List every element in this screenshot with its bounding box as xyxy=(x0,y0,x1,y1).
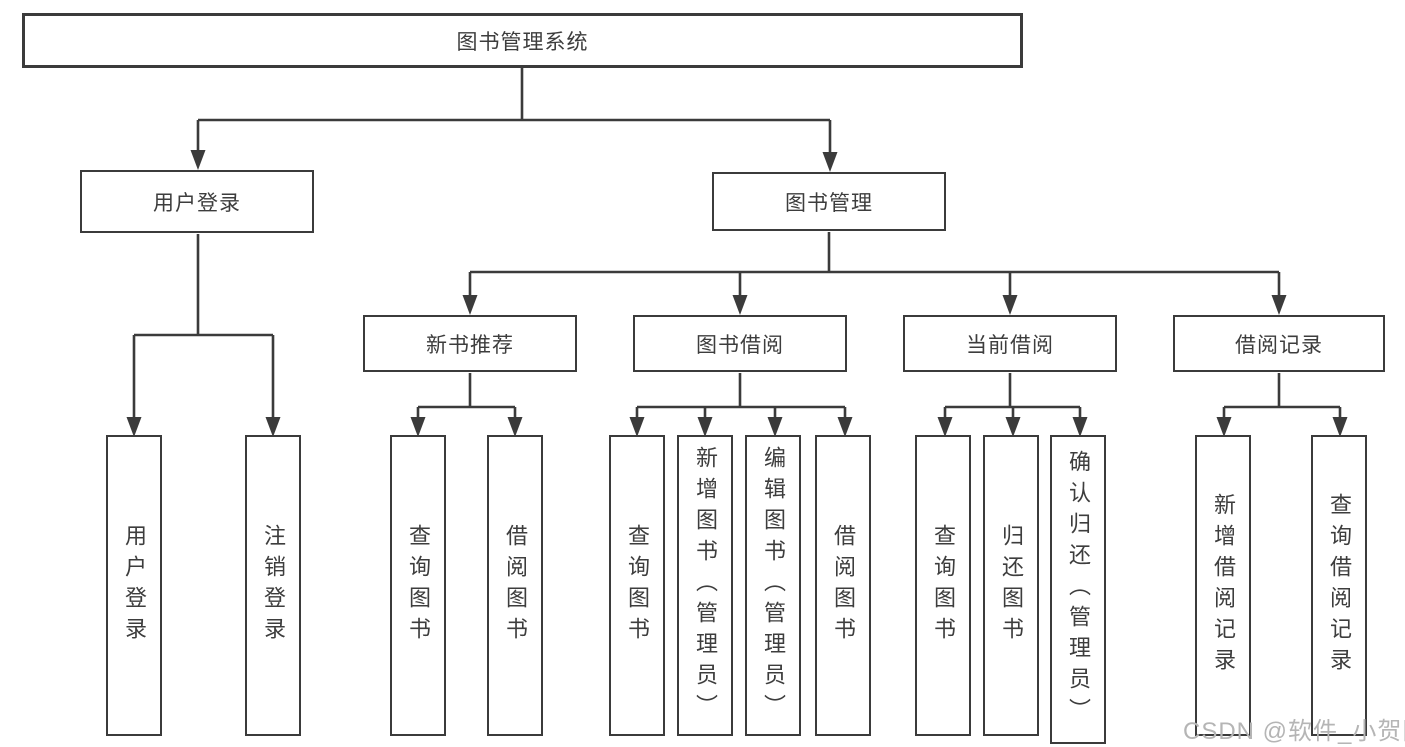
leaf-edit-book: 编辑图书（管理员） xyxy=(745,435,801,736)
csdn-watermark: CSDN @软件_小贺同学 xyxy=(1183,718,1405,745)
connector-root-to-level2 xyxy=(190,68,838,172)
node-root-label: 图书管理系统 xyxy=(456,30,589,54)
leaf-return-book-label: 归还图书 xyxy=(999,523,1024,648)
connector-bookborrow-to-leaves xyxy=(629,373,853,437)
leaf-add-book: 新增图书（管理员） xyxy=(677,435,733,736)
connector-newbookrec-to-leaves xyxy=(410,373,523,437)
leaf-query-book-2: 查询图书 xyxy=(609,435,665,736)
leaf-borrow-book-2-label: 借阅图书 xyxy=(831,523,856,648)
node-borrow-records-label: 借阅记录 xyxy=(1235,333,1323,357)
node-book-borrow: 图书借阅 xyxy=(633,315,847,372)
node-new-book-recommend: 新书推荐 xyxy=(363,315,577,372)
leaf-return-book: 归还图书 xyxy=(983,435,1039,736)
node-current-borrow-label: 当前借阅 xyxy=(966,333,1054,357)
connector-currentborrow-to-leaves xyxy=(937,373,1088,437)
node-book-borrow-label: 图书借阅 xyxy=(696,333,784,357)
node-book-management-label: 图书管理 xyxy=(785,191,873,215)
node-borrow-records: 借阅记录 xyxy=(1173,315,1385,372)
leaf-query-book-3-label: 查询图书 xyxy=(931,523,956,648)
leaf-query-book-2-label: 查询图书 xyxy=(625,523,650,648)
leaf-edit-book-label: 编辑图书（管理员） xyxy=(761,446,786,725)
leaf-add-book-label: 新增图书（管理员） xyxy=(693,446,718,725)
leaf-query-borrow-record: 查询借阅记录 xyxy=(1311,435,1367,736)
node-book-management: 图书管理 xyxy=(712,172,946,231)
leaf-add-borrow-record: 新增借阅记录 xyxy=(1195,435,1251,736)
node-new-book-recommend-label: 新书推荐 xyxy=(426,333,514,357)
node-current-borrow: 当前借阅 xyxy=(903,315,1117,372)
leaf-confirm-return: 确认归还（管理员） xyxy=(1050,435,1106,744)
node-root: 图书管理系统 xyxy=(22,13,1023,68)
leaf-user-login: 用户登录 xyxy=(106,435,162,736)
node-user-login: 用户登录 xyxy=(80,170,314,233)
leaf-query-book-1-label: 查询图书 xyxy=(406,523,431,648)
leaf-add-borrow-record-label: 新增借阅记录 xyxy=(1211,492,1236,679)
leaf-logout: 注销登录 xyxy=(245,435,301,736)
connector-bookmgmt-to-level3 xyxy=(462,232,1287,315)
leaf-borrow-book-1-label: 借阅图书 xyxy=(503,523,528,648)
leaf-borrow-book-2: 借阅图书 xyxy=(815,435,871,736)
leaf-query-book-1: 查询图书 xyxy=(390,435,446,736)
leaf-confirm-return-label: 确认归还（管理员） xyxy=(1066,450,1091,729)
leaf-query-book-3: 查询图书 xyxy=(915,435,971,736)
leaf-logout-label: 注销登录 xyxy=(261,523,286,648)
leaf-user-login-label: 用户登录 xyxy=(122,523,147,648)
connector-borrowrecords-to-leaves xyxy=(1216,373,1348,437)
leaf-borrow-book-1: 借阅图书 xyxy=(487,435,543,736)
leaf-query-borrow-record-label: 查询借阅记录 xyxy=(1327,492,1352,679)
node-user-login-label: 用户登录 xyxy=(153,191,241,215)
connector-userlogin-to-leaves xyxy=(126,234,281,437)
